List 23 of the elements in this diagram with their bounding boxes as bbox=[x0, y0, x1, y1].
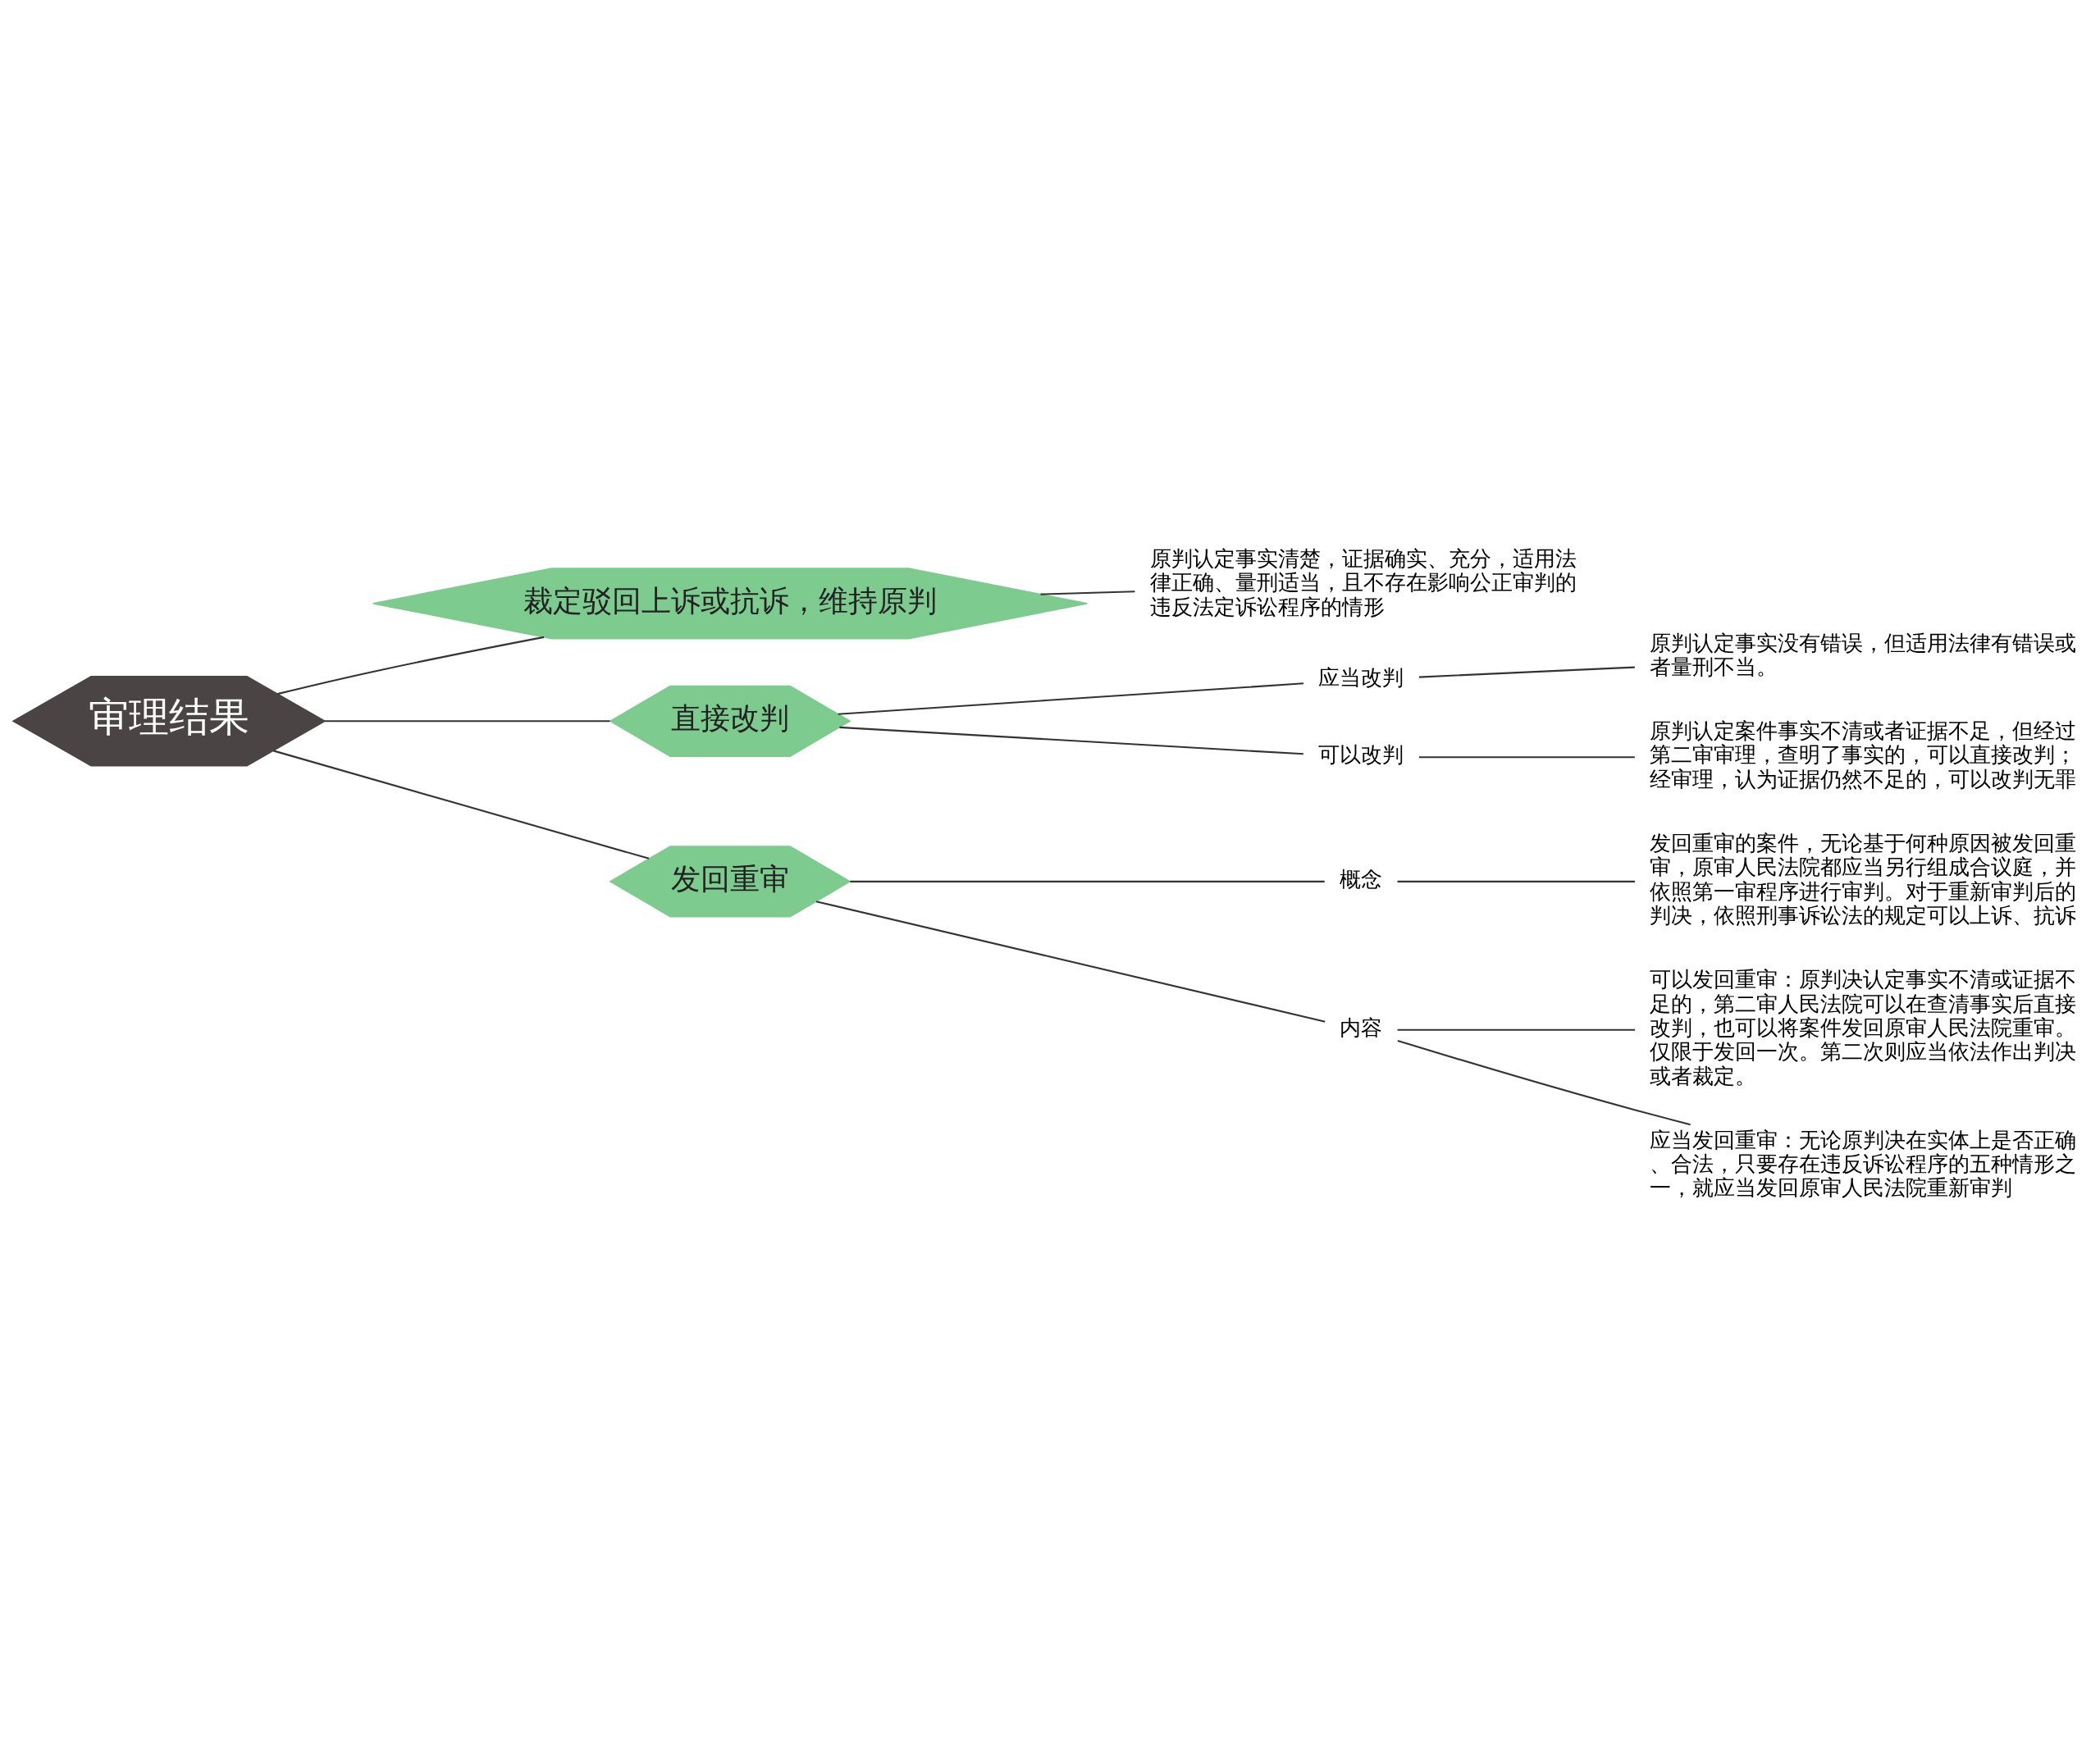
connector bbox=[273, 750, 650, 860]
node-text: 发回重审的案件，无论基于何种原因被发回重审，原审人民法院都应当另行组成合议庭，并依照第一审程序进行审判。对于重新审判后的判决，依照刑事诉讼法的规定可以上诉、抗诉 bbox=[1650, 831, 2077, 928]
connector bbox=[277, 636, 545, 695]
connector bbox=[1418, 666, 1635, 678]
connector bbox=[850, 880, 1325, 882]
node-text: 可以改判 bbox=[1318, 742, 1404, 768]
node-text: 原判认定事实清楚，证据确实、充分，适用法律正确、量刑适当，且不存在影响公正审判的违反法定诉讼程序的情形 bbox=[1149, 545, 1577, 619]
node-text: 应当改判 bbox=[1318, 664, 1404, 690]
connector bbox=[1397, 1039, 1691, 1126]
node-text: 原判认定事实没有错误，但适用法律有错误或者量刑不当。 bbox=[1650, 630, 2077, 679]
node-text: 可以发回重审：原判决认定事实不清或证据不足的，第二审人民法院可以在查清事实后直接改判，也可以将案件发回原审人民法院重审。仅限于发回一次。第二次则应当依法作出判决或者裁定。 bbox=[1650, 967, 2077, 1088]
connector bbox=[1397, 880, 1636, 882]
node-text: 概念 bbox=[1340, 867, 1383, 892]
connector bbox=[838, 682, 1304, 715]
connector bbox=[1040, 591, 1135, 595]
connector bbox=[1418, 756, 1635, 759]
node-text: 内容 bbox=[1340, 1015, 1383, 1040]
node-text: 原判认定案件事实不清或者证据不足，但经过第二审审理，查明了事实的，可以直接改判；经审理，认为证据仍然不足的，可以改判无罪 bbox=[1650, 718, 2077, 791]
connector bbox=[324, 720, 610, 723]
connector bbox=[839, 726, 1303, 755]
connector bbox=[815, 901, 1326, 1023]
node-text: 应当发回重审：无论原判决在实体上是否正确、合法，只要存在违反诉讼程序的五种情形之一，就应当发回原审人民法院重新审判 bbox=[1650, 1127, 2077, 1201]
connector bbox=[1397, 1028, 1636, 1031]
